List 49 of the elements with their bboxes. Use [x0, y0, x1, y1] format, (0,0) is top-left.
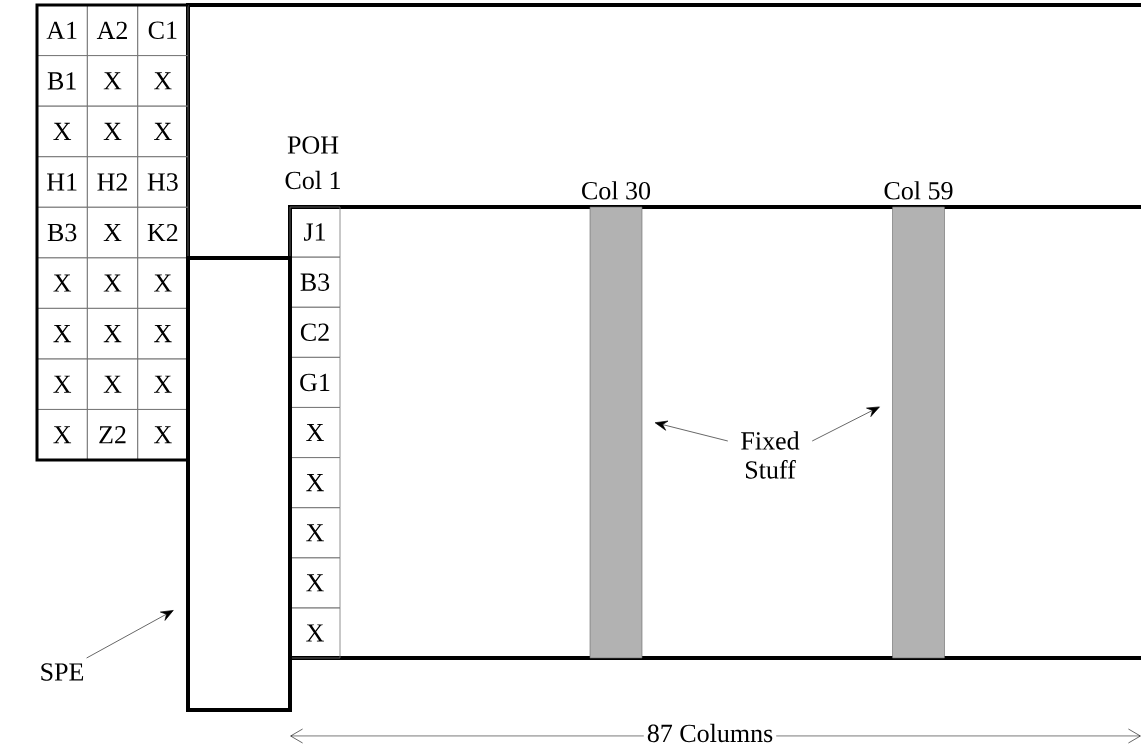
table-cell: X [86, 105, 139, 158]
label-text: SPE [41, 663, 84, 681]
arrow [811, 406, 880, 442]
table-cell: X [86, 206, 139, 259]
table-cell: X [289, 407, 341, 458]
table-cell: C1 [137, 4, 189, 56]
table-cell: A2 [86, 4, 139, 56]
table-cell: X [86, 307, 139, 360]
table-cell: X [289, 507, 341, 559]
dimension-label: 87 Columns [643, 720, 777, 746]
column-label: Col 30 [582, 181, 651, 200]
table-cell: J1 [289, 206, 341, 258]
table-cell: X [289, 457, 341, 509]
table-cell: X [137, 105, 189, 158]
table-cell: Z2 [86, 409, 139, 461]
table-cell: C2 [289, 306, 341, 358]
table-cell: X [86, 55, 139, 107]
column-label: Col 1 [285, 170, 340, 190]
table-cell: H1 [36, 156, 88, 208]
hatched-bar [892, 206, 945, 659]
table-cell: X [137, 358, 189, 410]
column-label: Col 59 [884, 181, 953, 200]
arrow [654, 420, 729, 442]
spe-region [186, 256, 292, 712]
table-cell: B3 [289, 256, 341, 308]
table-cell: X [137, 409, 189, 461]
table-cell: X [137, 307, 189, 360]
arrow [86, 610, 174, 659]
table-cell: H3 [137, 156, 189, 208]
table-cell: X [36, 257, 88, 309]
table-cell: X [289, 607, 341, 659]
table-cell: X [36, 358, 88, 410]
table-cell: X [36, 409, 88, 461]
table-cell: X [86, 257, 139, 309]
table-cell: X [86, 358, 139, 410]
table-cell: X [137, 257, 189, 309]
column-label: POH [287, 136, 339, 154]
table-cell: X [36, 105, 88, 158]
table-cell: G1 [289, 356, 341, 408]
table-cell: K2 [137, 206, 189, 259]
table-cell: X [289, 557, 341, 609]
hatched-bar [589, 206, 643, 659]
table-cell: B1 [36, 55, 88, 107]
table-cell: B3 [36, 206, 88, 259]
table-cell: H2 [86, 156, 139, 208]
table-cell: A1 [36, 4, 88, 56]
table-cell: X [36, 307, 88, 360]
label-text: Fixed Stuff [741, 431, 800, 479]
table-cell: X [137, 55, 189, 107]
